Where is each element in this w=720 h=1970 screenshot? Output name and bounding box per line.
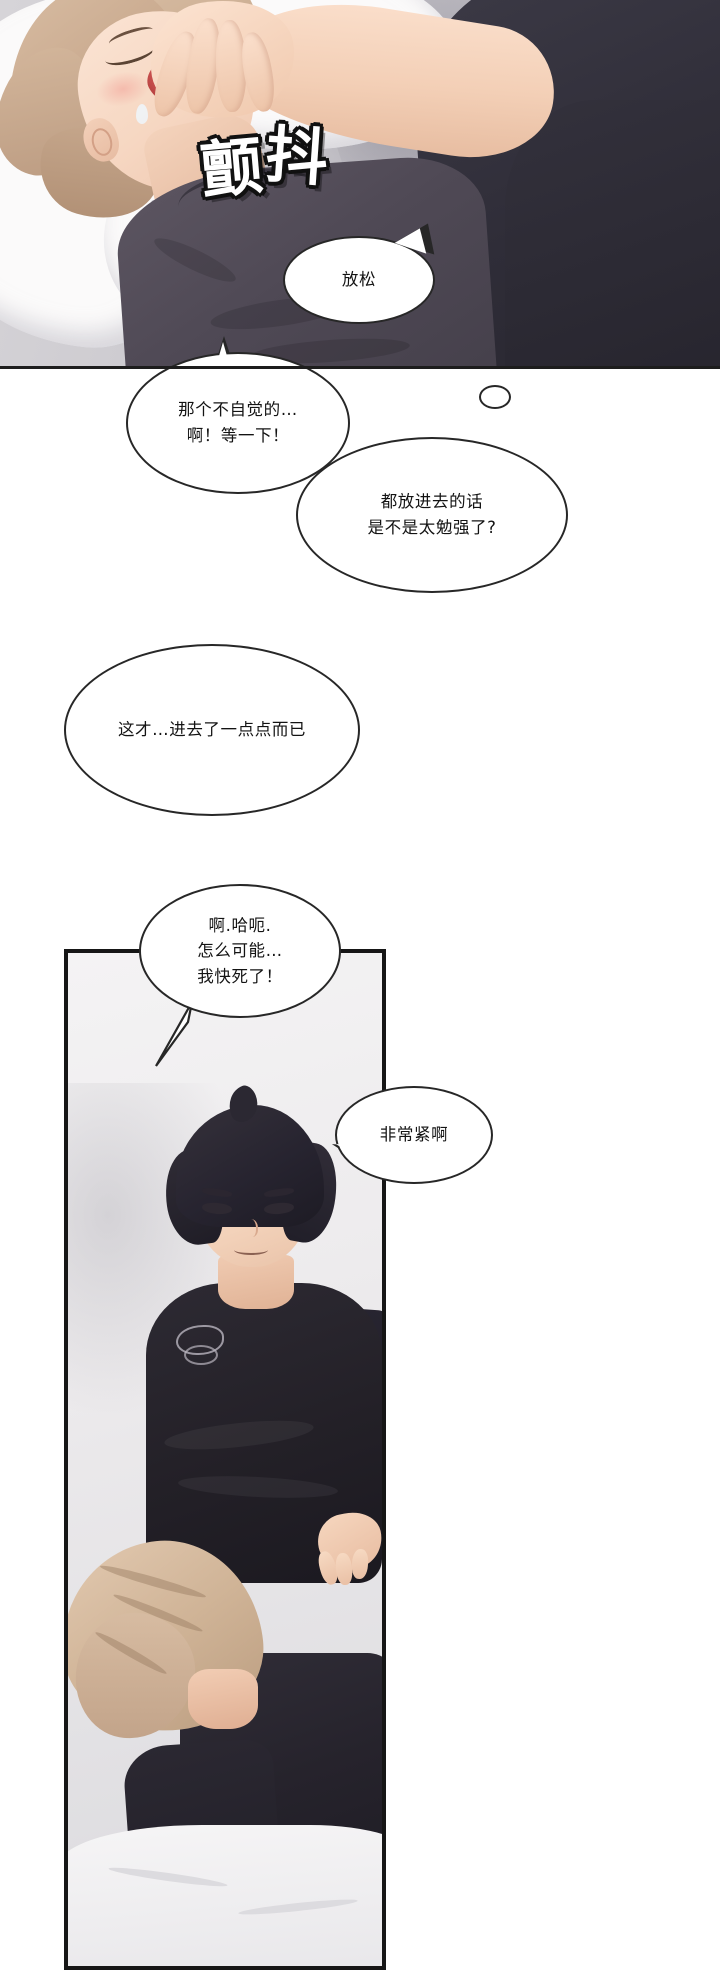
dark-hair-main <box>176 1105 324 1227</box>
bubble-just-a-bit[interactable]: 这才…进去了一点点而已 <box>64 644 360 816</box>
bubble-all-in-text: 都放进去的话 是不是太勉强了? <box>367 492 497 537</box>
bubble-very-tight[interactable]: 非常紧啊 <box>335 1086 493 1184</box>
bubble-dying-text: 啊.哈呃. 怎么可能… 我快死了！ <box>197 915 283 986</box>
bubble-dying-tail <box>155 1001 194 1067</box>
bed-sheet <box>68 1825 382 1966</box>
mouth <box>234 1245 268 1255</box>
bubble-very-tight-text: 非常紧啊 <box>379 1125 449 1145</box>
panel-bedroom-scene: 颤抖 <box>0 0 720 368</box>
bubble-relax-text: 放松 <box>341 270 377 290</box>
bubble-just-a-bit-text: 这才…进去了一点点而已 <box>117 720 307 740</box>
sfx-char-2: 抖 <box>263 117 335 196</box>
panel-divider <box>0 366 720 369</box>
partner-torso-lower <box>505 100 720 368</box>
sfx-char-1: 颤 <box>197 129 270 208</box>
shirt-graphic-secondary <box>184 1345 218 1365</box>
bubble-dying[interactable]: 啊.哈呃. 怎么可能… 我快死了！ <box>139 884 341 1018</box>
bubble-relax[interactable]: 放松 <box>283 236 435 324</box>
thought-dot <box>479 385 511 409</box>
bubble-all-in[interactable]: 都放进去的话 是不是太勉强了? <box>296 437 568 593</box>
sfx-trembling: 颤抖 <box>196 109 335 210</box>
panel-framed-scene <box>64 949 386 1970</box>
nose <box>244 1219 258 1237</box>
bubble-unconscious[interactable]: 那个不自觉的… 啊！等一下！ <box>126 352 350 494</box>
sweat-drop <box>136 104 148 124</box>
bubble-unconscious-text: 那个不自觉的… 啊！等一下！ <box>178 400 298 445</box>
bubble-unconscious-tail-fill <box>215 342 231 370</box>
blonde-man-neck <box>188 1669 258 1729</box>
